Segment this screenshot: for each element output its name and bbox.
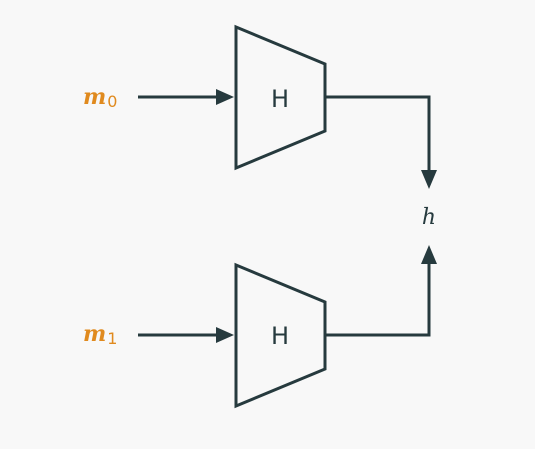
input-label-m1: m1	[83, 321, 117, 348]
hash-block-top	[234, 24, 327, 171]
input-label-m0: m0	[83, 84, 117, 111]
arrowhead-into-hash-bottom	[216, 327, 234, 343]
arrowhead-down-to-output	[421, 170, 437, 189]
arrowhead-into-hash-top	[216, 89, 234, 105]
hash-block-bottom-label: H	[271, 322, 289, 350]
output-label-h: h	[422, 205, 436, 230]
wire-hash-top-to-output	[325, 95, 431, 172]
arrowhead-up-to-output	[421, 245, 437, 264]
hash-block-bottom	[234, 262, 327, 409]
hash-block-top-label: H	[271, 85, 289, 113]
wire-hash-bottom-to-output	[325, 262, 431, 337]
